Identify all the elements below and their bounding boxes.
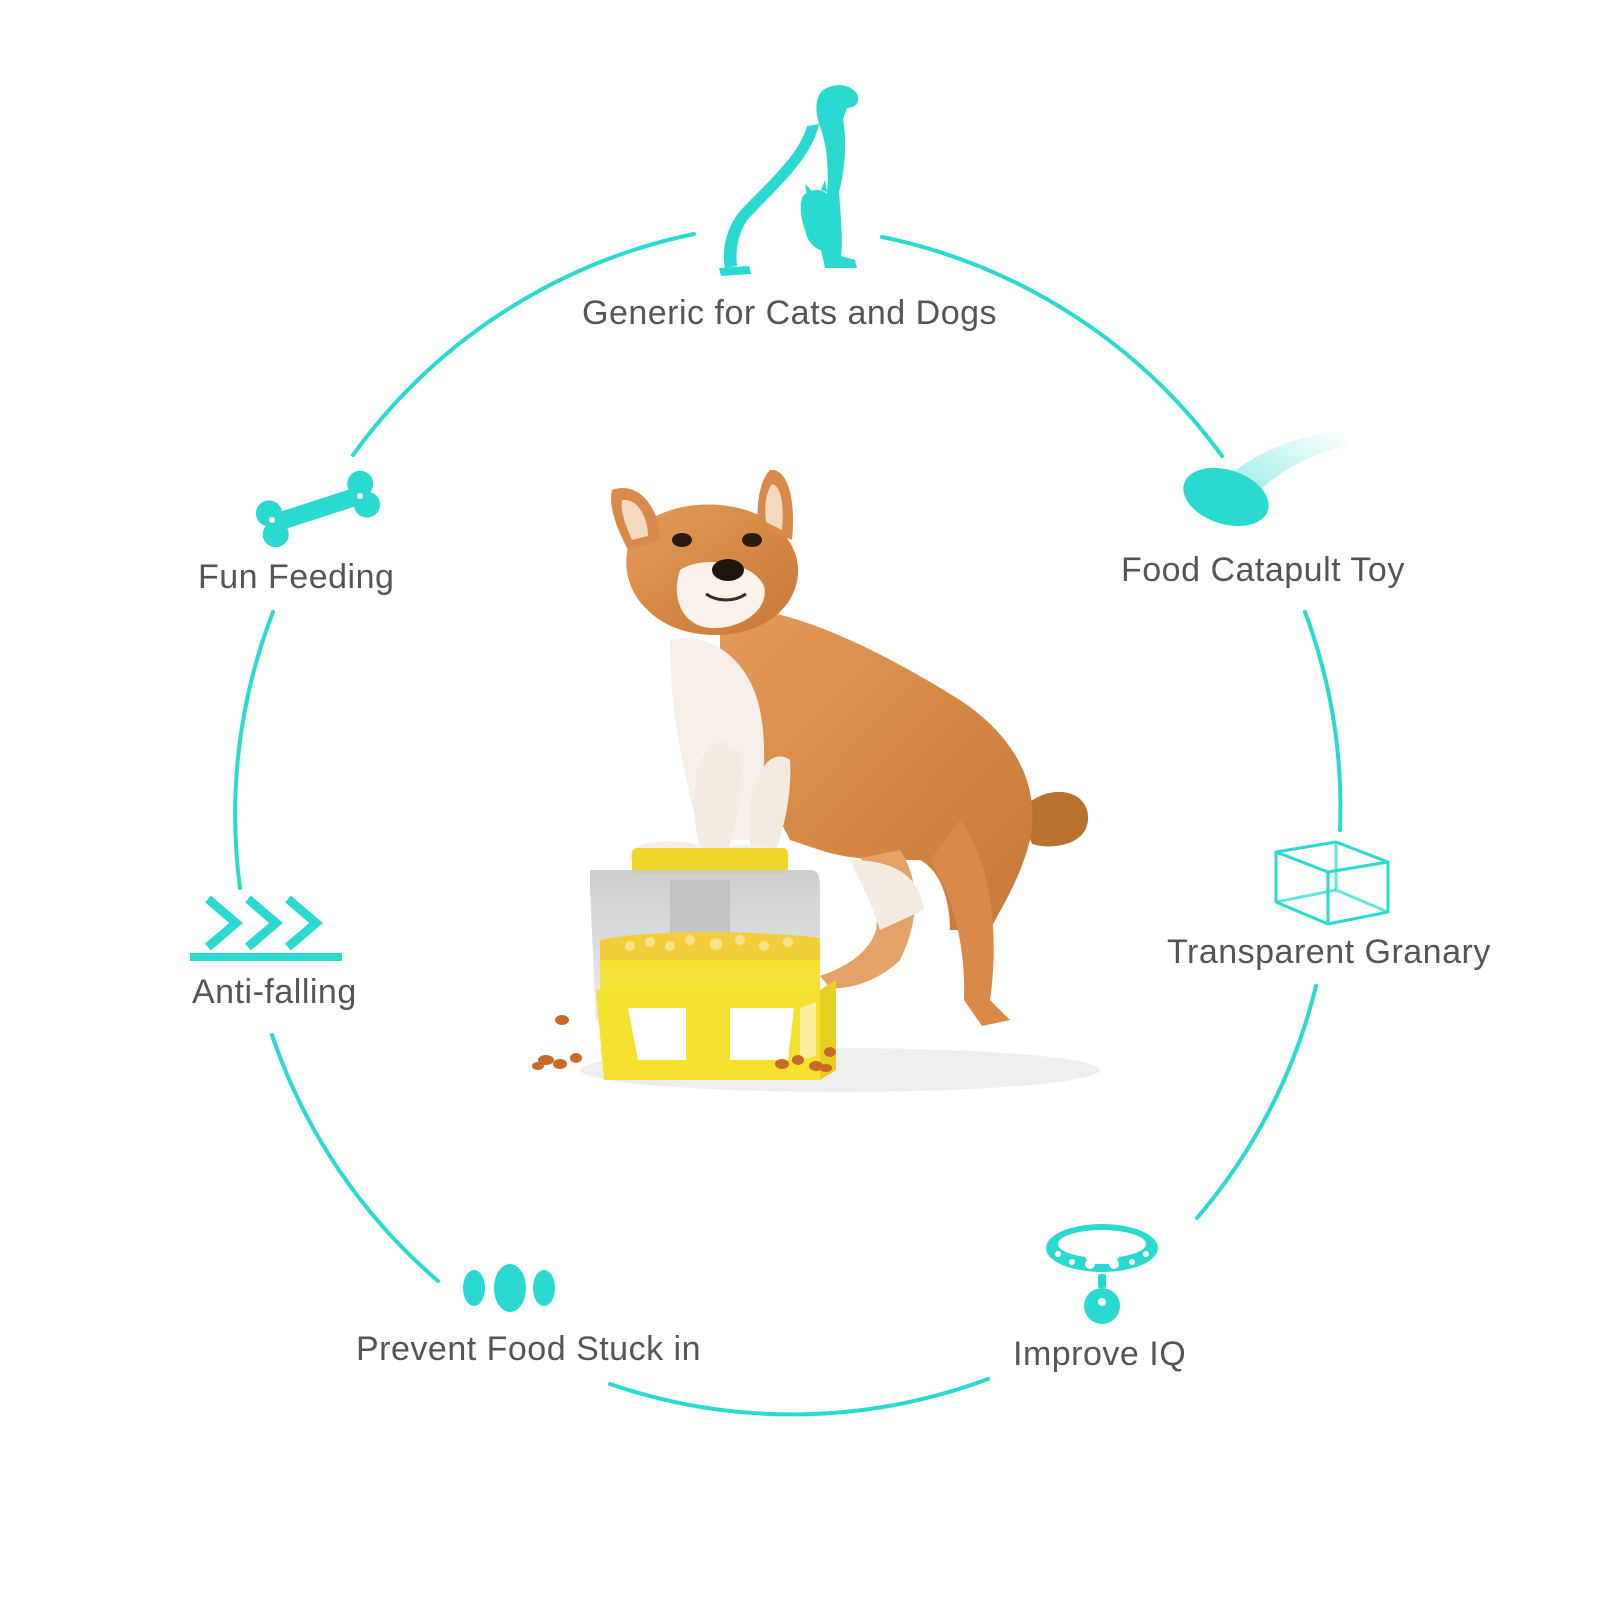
feature-label-prevent-food-stuck-in: Prevent Food Stuck in xyxy=(356,1330,702,1368)
feature-label-improve-iq: Improve IQ xyxy=(1013,1335,1187,1373)
ring-arc-right-upper xyxy=(1303,610,1343,832)
flying-disc-icon xyxy=(1183,431,1348,527)
dog-eye-right xyxy=(742,533,762,547)
ring-arc-top-right xyxy=(880,235,1224,458)
dog-front-leg-right xyxy=(750,756,791,856)
feeder-button xyxy=(632,848,788,874)
feature-label-transparent-granary: Transparent Granary xyxy=(1167,933,1491,971)
chevrons-right-icon xyxy=(190,895,342,961)
feature-label-fun-feeding: Fun Feeding xyxy=(198,558,395,596)
ring-arc-left-lower xyxy=(270,1033,440,1283)
dog-eye-left xyxy=(672,533,692,547)
bone-icon xyxy=(255,470,381,548)
pet-collar-icon xyxy=(1046,1224,1158,1324)
three-dots-icon xyxy=(463,1264,555,1312)
transparent-box-icon xyxy=(1274,840,1390,926)
ring-arc-right-lower xyxy=(1195,984,1318,1220)
feature-label-generic-for-cats-and-dogs: Generic for Cats and Dogs xyxy=(582,294,998,332)
dog-on-food-feeder-illustration xyxy=(532,469,1100,1092)
ring-arc-left-middle xyxy=(233,610,275,890)
dog-front-leg-left xyxy=(693,740,742,856)
dog-nose xyxy=(712,559,744,581)
dog-muzzle xyxy=(676,562,765,629)
ring-arc-top-left xyxy=(351,232,696,457)
dog-hind-leg-back xyxy=(930,820,1010,1026)
ring-arc-bottom xyxy=(608,1377,990,1417)
feature-label-anti-falling: Anti-falling xyxy=(192,973,357,1011)
dog-and-cat-icon xyxy=(719,85,859,276)
dog-tail xyxy=(1020,791,1089,847)
feature-label-food-catapult-toy: Food Catapult Toy xyxy=(1121,551,1405,589)
